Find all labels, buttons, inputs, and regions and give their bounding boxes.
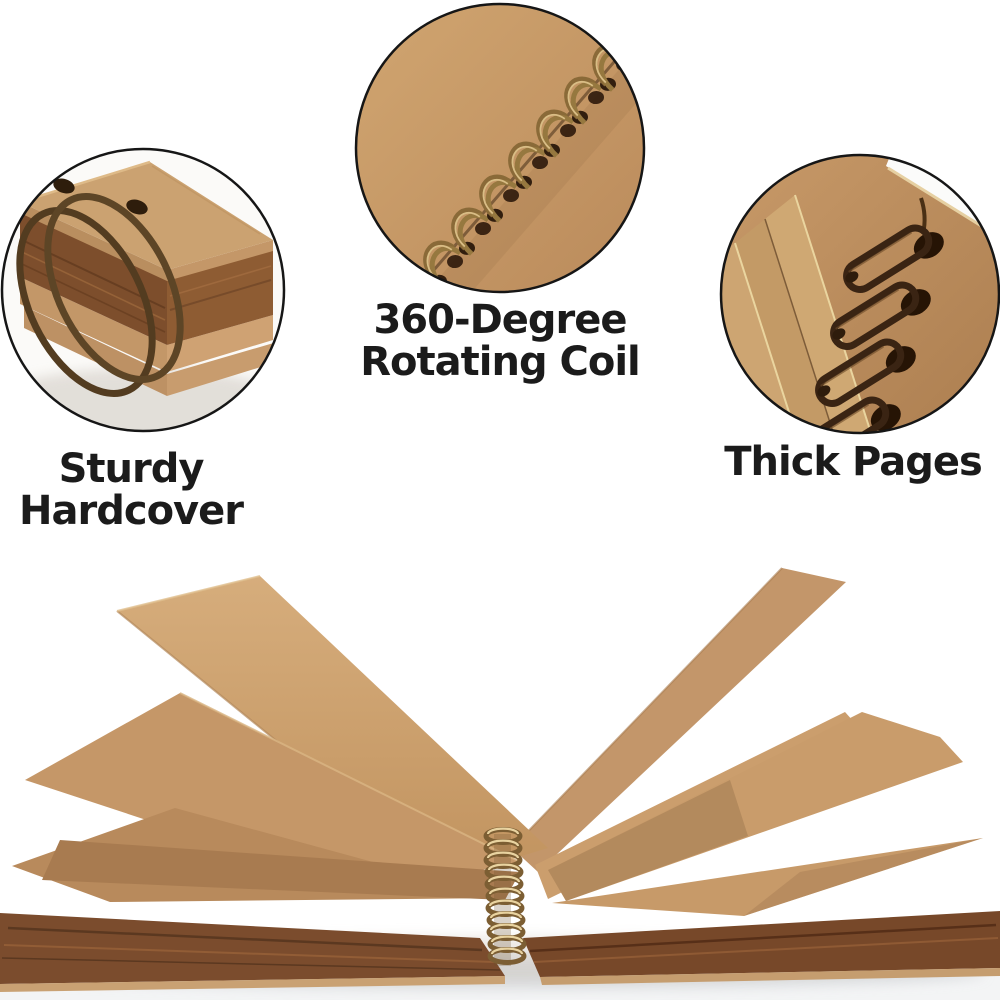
binding-coil xyxy=(486,829,524,966)
flat-page-stack-right xyxy=(523,911,1000,985)
fanned-pages-right xyxy=(535,712,983,916)
rotating-coil-label: 360-Degree Rotating Coil xyxy=(360,297,641,385)
flat-page-stack-left xyxy=(0,913,505,992)
coil-loops xyxy=(798,197,949,475)
raised-page-right-thin xyxy=(511,567,846,872)
fanned-pages-left xyxy=(12,692,521,902)
circle-border xyxy=(354,2,646,294)
circle-border xyxy=(0,147,286,433)
rotating-coil-callout-photo xyxy=(354,2,646,294)
rotating-coil-label-line2: Rotating Coil xyxy=(360,339,641,385)
hardcover-label-line2: Hardcover xyxy=(19,488,244,534)
hardcover-callout-photo xyxy=(0,147,286,433)
open-notebook-photo xyxy=(0,567,1000,992)
hardcover-label: Sturdy Hardcover xyxy=(19,446,244,534)
rotating-coil-label-line1: 360-Degree xyxy=(373,297,627,343)
binder-rings xyxy=(16,178,184,397)
page-block-edge xyxy=(20,212,273,345)
circle-border xyxy=(719,153,1000,435)
thick-pages-label: Thick Pages xyxy=(724,439,983,485)
hardcover-label-line1: Sturdy xyxy=(58,446,205,492)
thick-pages-label-line1: Thick Pages xyxy=(724,439,983,485)
